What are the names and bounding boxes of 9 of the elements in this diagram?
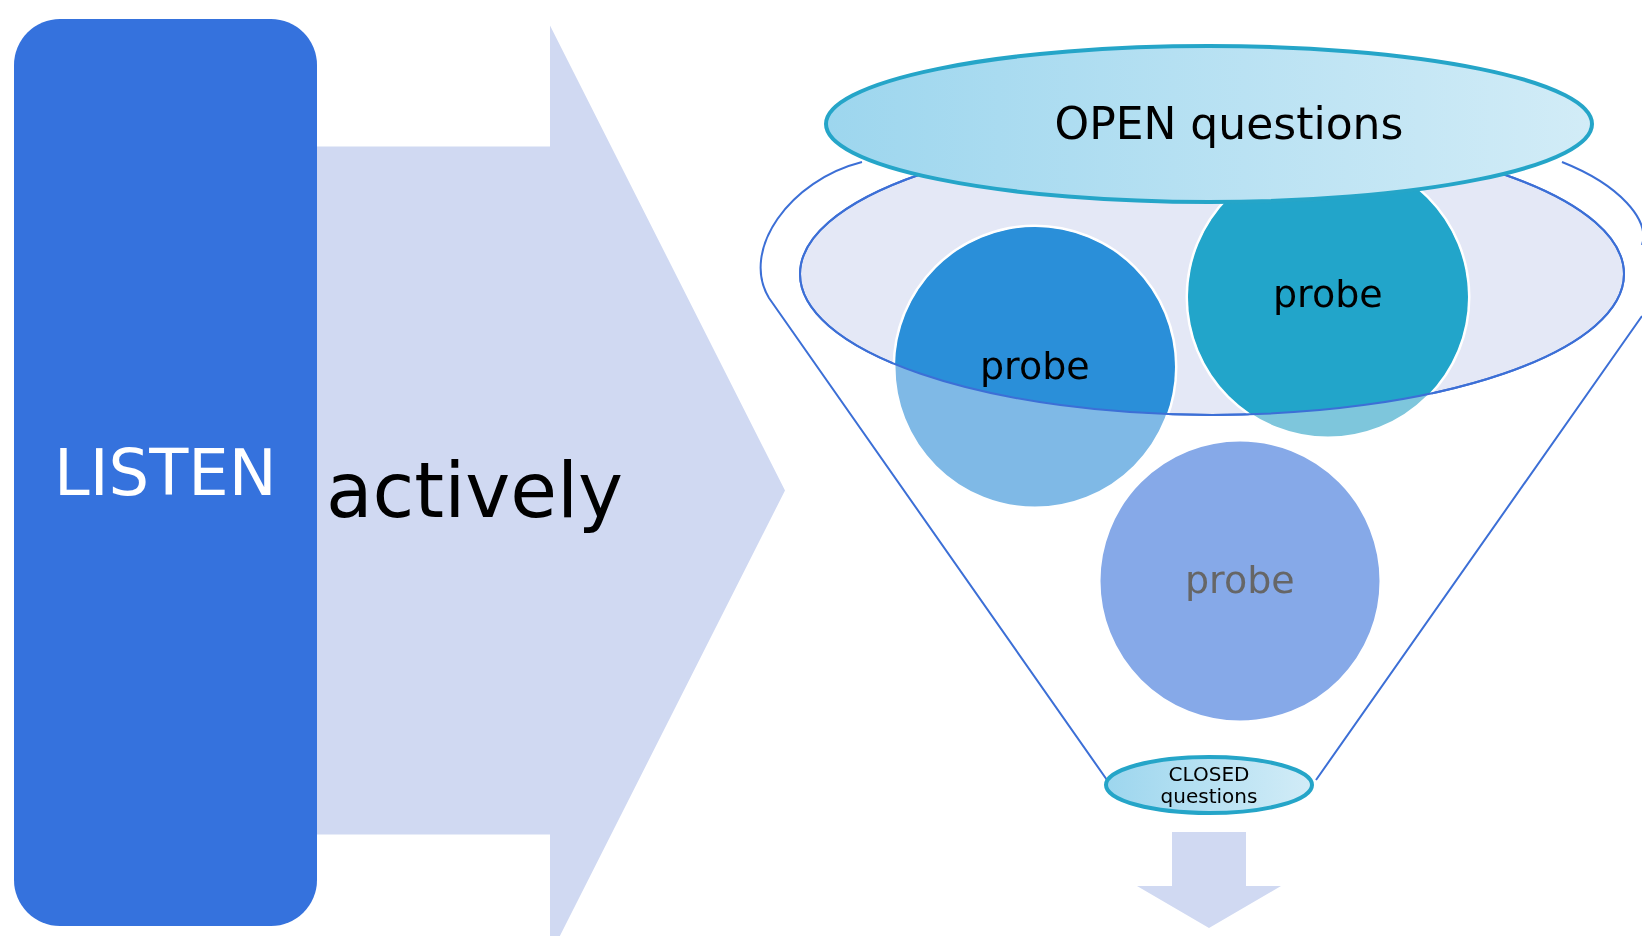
node-label: probe bbox=[980, 346, 1090, 388]
node-label: OPEN questions bbox=[1054, 100, 1404, 149]
block-arrow bbox=[317, 25, 785, 936]
node-label: LISTEN bbox=[54, 437, 277, 508]
node-label: probe bbox=[1273, 274, 1383, 316]
node-label: probe bbox=[1185, 560, 1295, 602]
block-arrow bbox=[1137, 832, 1281, 928]
edge-label: actively bbox=[326, 448, 624, 533]
node-label: CLOSED questions bbox=[1159, 763, 1259, 807]
